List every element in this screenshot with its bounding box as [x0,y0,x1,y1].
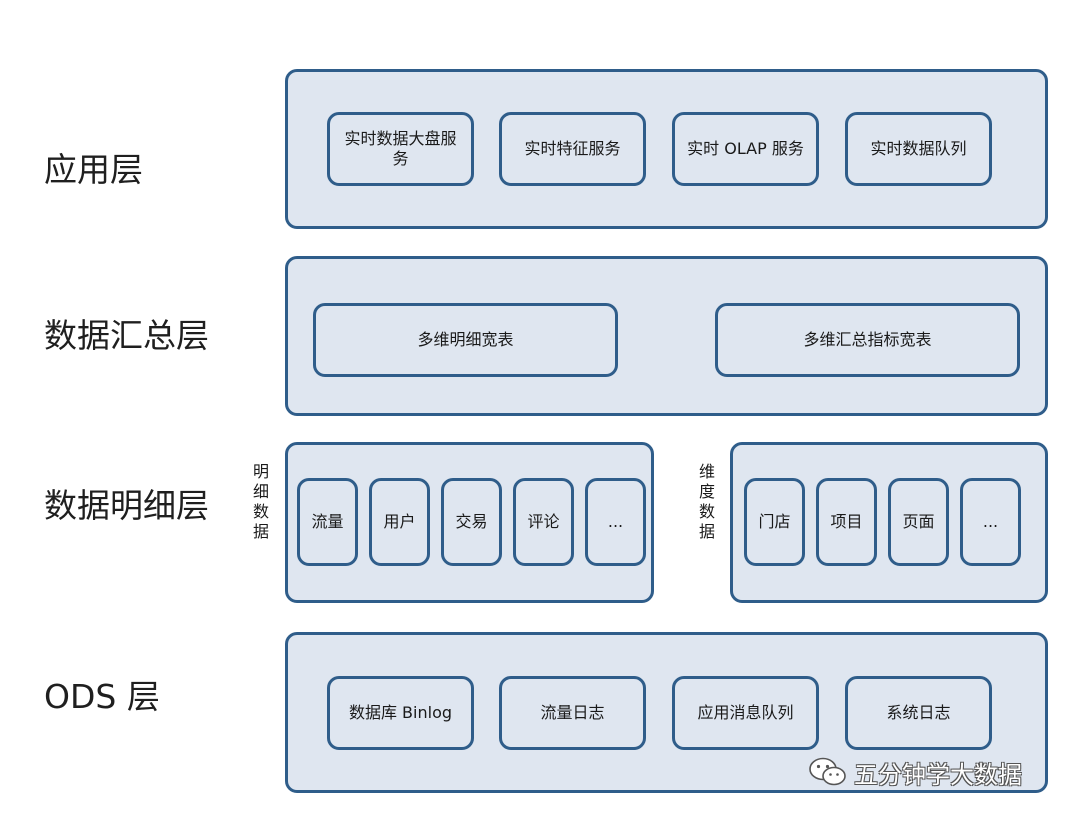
dimension-item-page: 页面 [888,478,949,566]
detail-item-more: ... [585,478,646,566]
detail-item-transaction: 交易 [441,478,502,566]
wechat-icon [808,756,848,788]
app-item-realtime-olap: 实时 OLAP 服务 [672,112,819,186]
detail-item-traffic: 流量 [297,478,358,566]
app-item-realtime-queue: 实时数据队列 [845,112,992,186]
dimension-data-label: 维度数据 [698,462,715,541]
app-item-realtime-feature: 实时特征服务 [499,112,646,186]
watermark: 五分钟学大数据 [808,754,1022,790]
watermark-text: 五分钟学大数据 [854,760,1022,789]
summary-item-detail-wide-table: 多维明细宽表 [313,303,618,377]
detail-item-comment: 评论 [513,478,574,566]
detail-data-label: 明细数据 [252,462,269,541]
summary-item-metric-wide-table: 多维汇总指标宽表 [715,303,1020,377]
detail-item-user: 用户 [369,478,430,566]
ods-item-traffic-log: 流量日志 [499,676,646,750]
dimension-item-more: ... [960,478,1021,566]
ods-item-db-binlog: 数据库 Binlog [327,676,474,750]
ods-layer-label: ODS 层 [44,677,160,716]
summary-layer-label: 数据汇总层 [44,316,209,355]
ods-item-system-log: 系统日志 [845,676,992,750]
app-item-realtime-dashboard: 实时数据大盘服务 [327,112,474,186]
detail-layer-label: 数据明细层 [44,486,209,525]
app-layer-label: 应用层 [44,150,143,189]
dimension-item-store: 门店 [744,478,805,566]
dimension-item-project: 项目 [816,478,877,566]
ods-item-app-message-queue: 应用消息队列 [672,676,819,750]
